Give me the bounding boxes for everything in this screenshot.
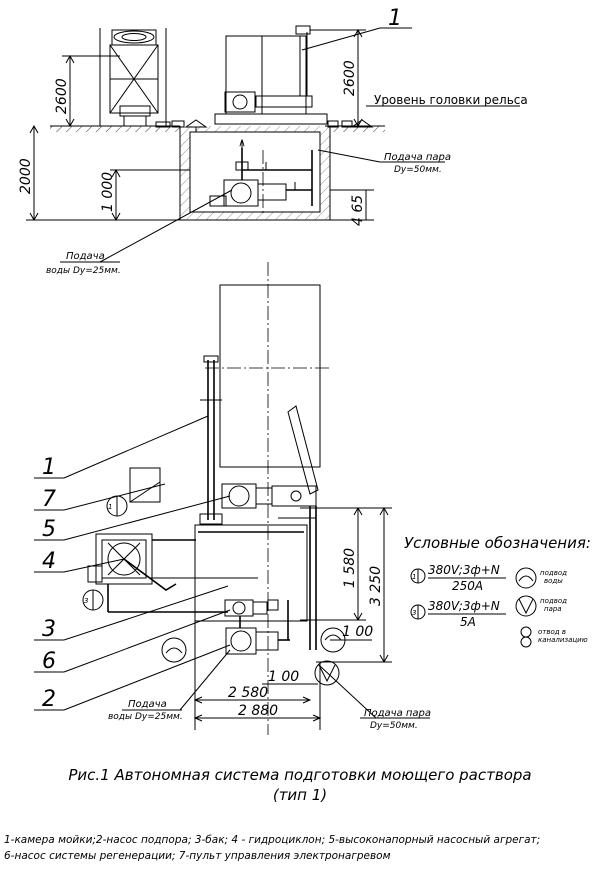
legend-item1-bottom: 250A	[452, 579, 483, 593]
steam-supply-plan-label: Подача пара	[364, 708, 431, 719]
tank-unit-elevation	[214, 25, 328, 125]
callout-plan-2: 2	[42, 687, 56, 712]
dim-100-right: 1 00	[342, 624, 373, 640]
dim-2580: 2 580	[228, 685, 268, 701]
legend-drain-1: отвод в	[538, 628, 566, 636]
dim-water-level: 1 000	[100, 172, 116, 212]
callout-plan-5: 5	[42, 517, 56, 542]
callout-plan-1: 1	[42, 455, 56, 480]
symbols-legend: Условные обозначения: 1 380V;3ф+N 250A 3…	[404, 534, 591, 648]
plan-marker-1: 1	[108, 503, 112, 511]
pit-equipment	[209, 140, 313, 207]
steam-supply-top-label: Подача пара	[384, 152, 451, 163]
legend-item1-top: 380V;3ф+N	[428, 563, 500, 577]
dim-pit-depth: 2000	[18, 158, 34, 194]
legend-item2-top: 380V;3ф+N	[428, 599, 500, 613]
legend-title: Условные обозначения:	[404, 534, 591, 552]
water-supply-plan-label: Подача	[128, 699, 167, 710]
footnote-line-2: 6-насос системы регенерации; 7-пульт упр…	[4, 850, 391, 862]
plan-view: 1 3 1 7 5 4 3	[34, 262, 431, 735]
legend-drain-2: канализацию	[538, 636, 588, 644]
elevation-dimensions: 2600 2000 1 000 2600 4 65	[18, 28, 374, 226]
dim-1580: 1 580	[342, 548, 358, 588]
legend-item1-num: 1	[412, 573, 416, 581]
water-supply-plan-diameter: воды Dу=25мм.	[108, 712, 183, 722]
tank-plan	[194, 524, 308, 622]
legend-steam-2: пара	[544, 605, 562, 613]
dim-bottom: 4 65	[350, 195, 366, 226]
water-supply-top-diameter: воды Dу=25мм.	[46, 266, 121, 276]
callout-plan-7: 7	[42, 487, 56, 512]
steam-supply-top-diameter: Dу=50мм.	[394, 165, 442, 175]
rail-fittings	[155, 119, 374, 132]
dim-100-bottom: 1 00	[268, 669, 299, 685]
water-supply-top-label: Подача	[66, 251, 105, 262]
steam-supply-plan-diameter: Dу=50мм.	[370, 721, 418, 731]
washing-chamber-frame	[99, 28, 167, 127]
footnote-line-1: 1-камера мойки;2-насос подпора; 3-бак; 4…	[4, 834, 541, 846]
callout-plan-4: 4	[42, 549, 56, 574]
caption-line-1: Рис.1 Автономная система подготовки моющ…	[68, 766, 532, 784]
dim-3250: 3 250	[368, 566, 384, 606]
legend-water-2: воды	[544, 577, 563, 585]
caption-line-2: (тип 1)	[272, 786, 328, 804]
plan-callouts: 1 7 5 4 3 6 2	[34, 415, 231, 712]
dim-height-left: 2600	[54, 78, 70, 114]
legend-water-1: подвод	[540, 569, 567, 577]
legend-item2-bottom: 5A	[460, 615, 476, 629]
legend-steam-1: подвод	[540, 597, 567, 605]
callout-plan-3: 3	[42, 617, 56, 642]
rail-level-label: Уровень головки рельса	[374, 93, 528, 107]
legend-item2-num: 3	[412, 609, 416, 617]
plan-dimensions: 1 580 3 250 1 00 1 00 2 580 2 880	[193, 506, 392, 730]
plan-marker-3: 3	[84, 597, 88, 605]
washing-chamber-plan	[219, 284, 321, 468]
hydrocyclone	[95, 533, 153, 585]
callout-plan-6: 6	[42, 649, 56, 674]
dim-height-right: 2600	[342, 60, 358, 96]
callout-1-top: 1	[388, 6, 402, 31]
elevation-view: 2600 2000 1 000 2600 4 65 1	[18, 6, 528, 276]
dim-2880: 2 880	[238, 703, 278, 719]
